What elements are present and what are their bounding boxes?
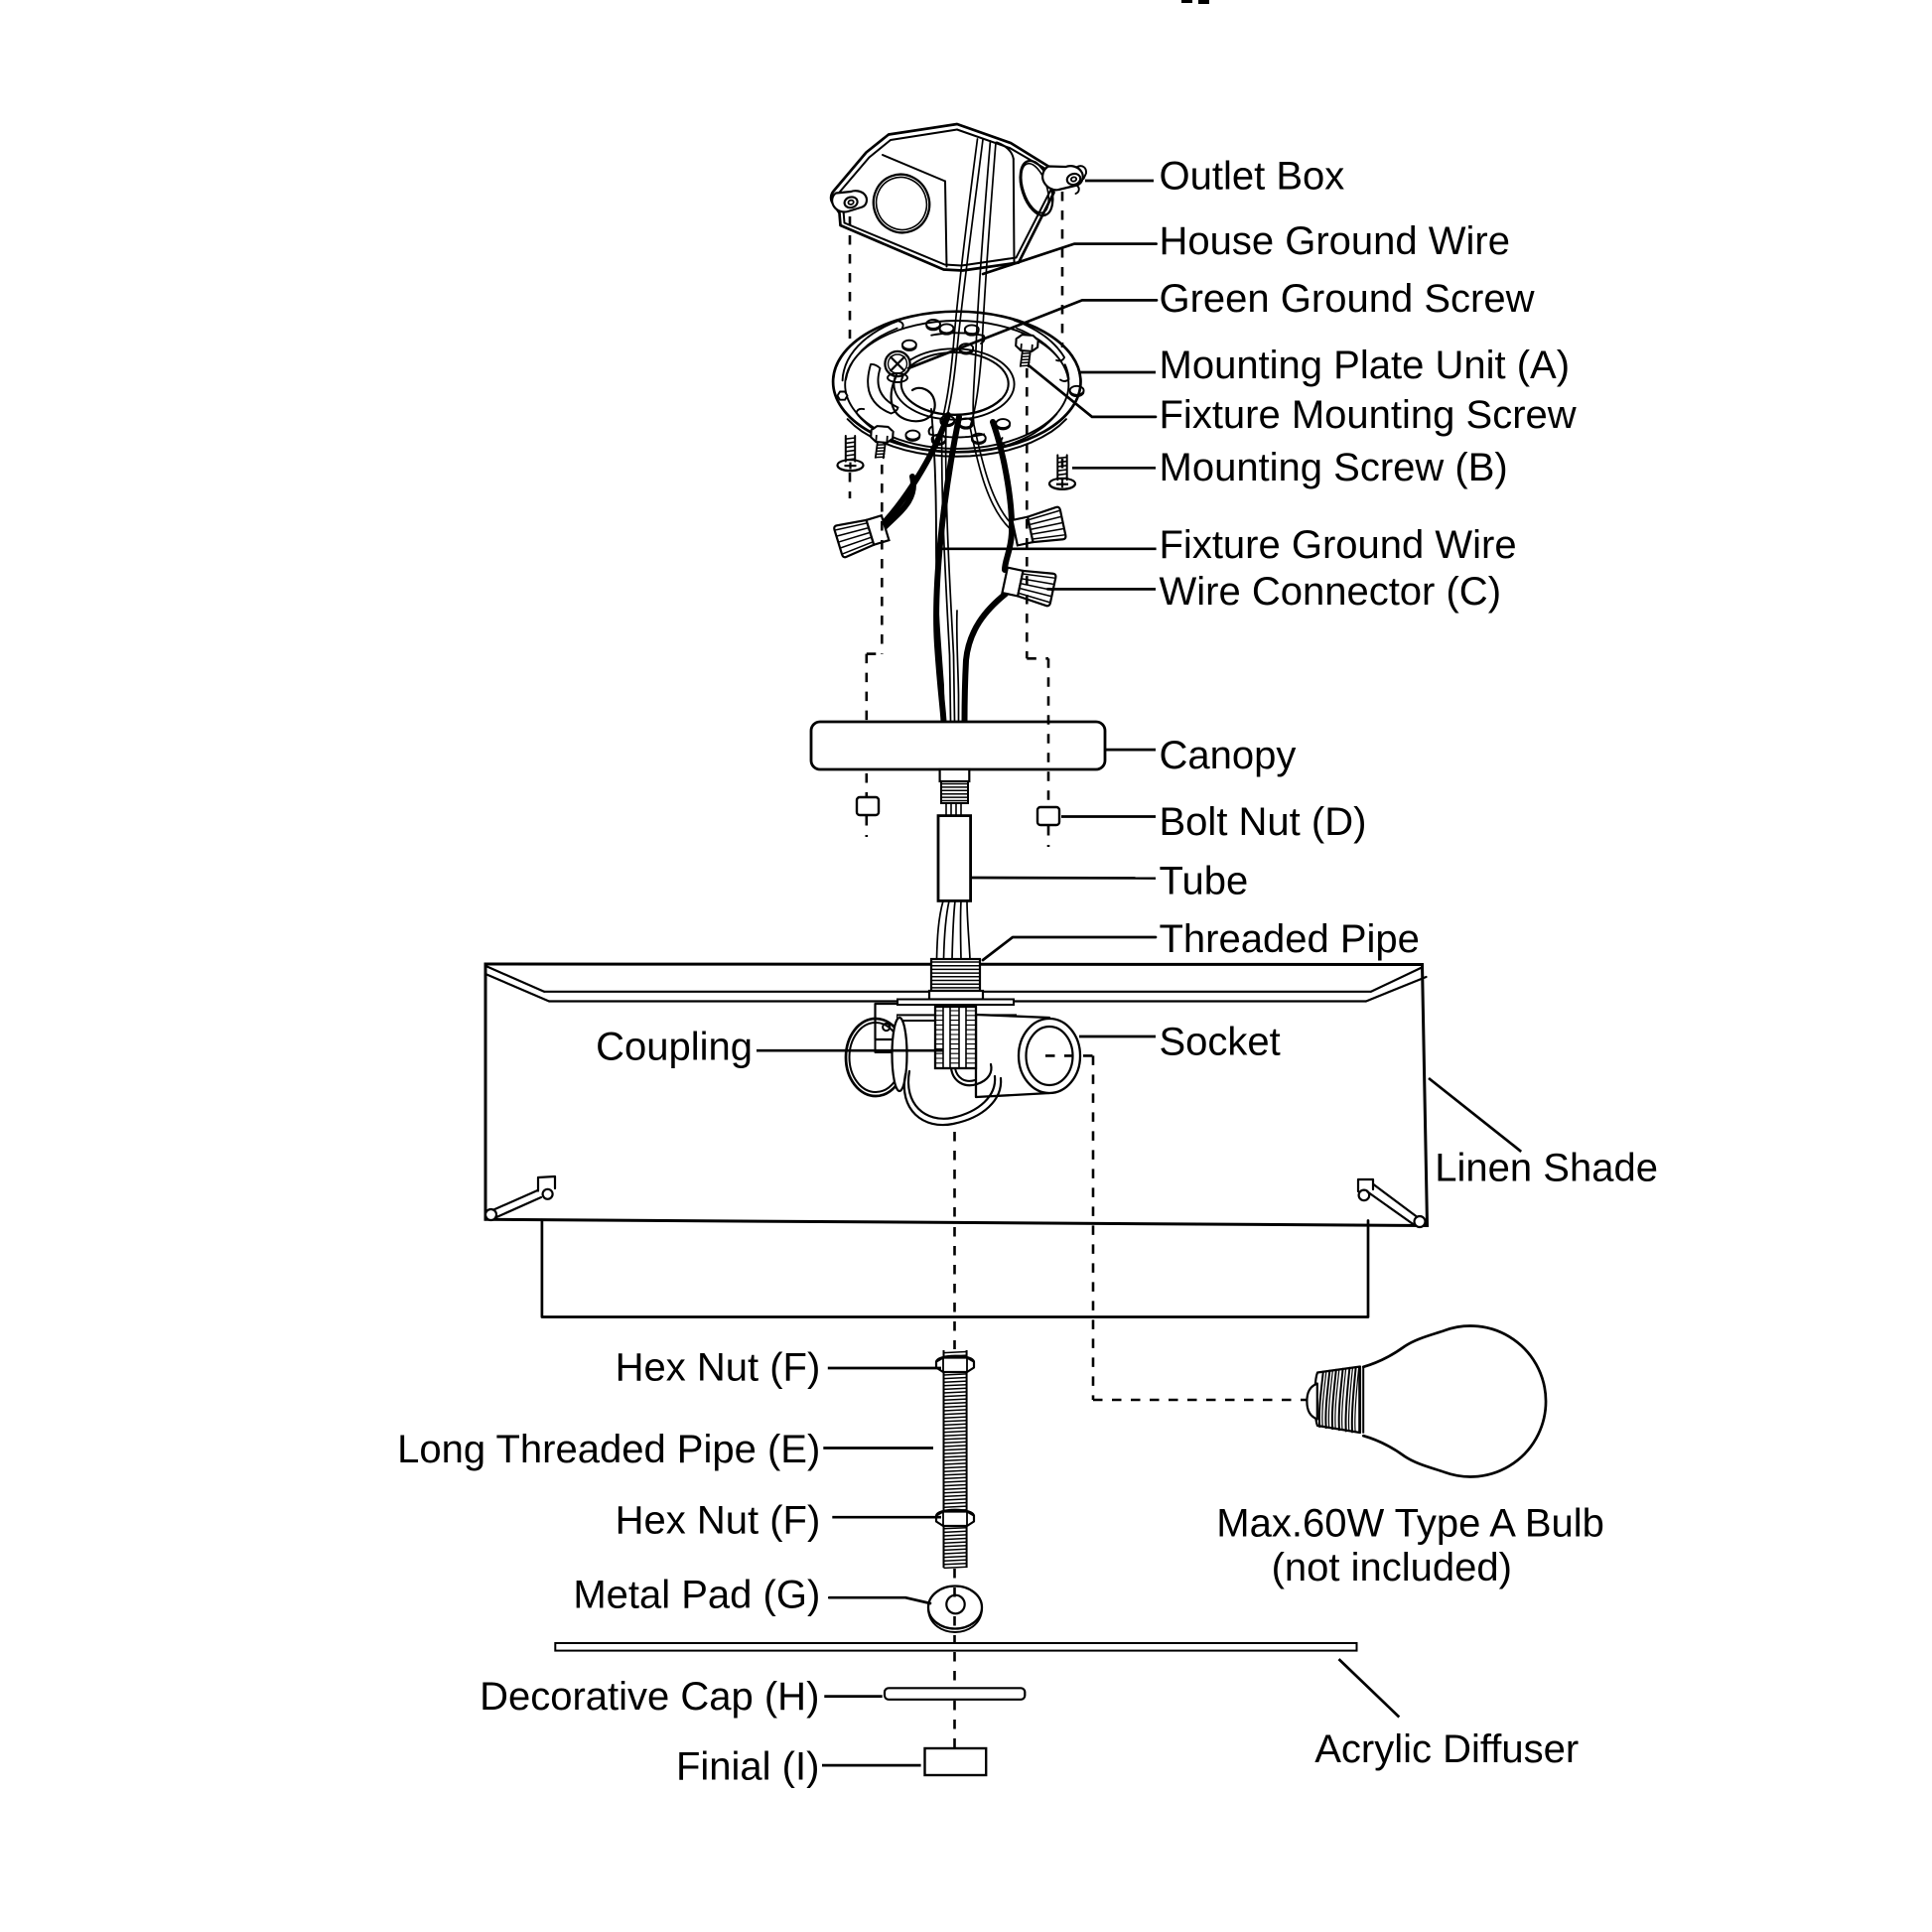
svg-text:Green Ground Screw: Green Ground Screw xyxy=(1160,277,1535,321)
svg-text:Metal Pad (G): Metal Pad (G) xyxy=(573,1574,820,1617)
svg-text:Fixture Ground Wire: Fixture Ground Wire xyxy=(1160,523,1517,567)
svg-text:(not included): (not included) xyxy=(1272,1546,1512,1589)
svg-text:Fixture Mounting Screw: Fixture Mounting Screw xyxy=(1160,393,1577,437)
svg-text:Tube: Tube xyxy=(1160,859,1249,902)
svg-text:Bolt Nut (D): Bolt Nut (D) xyxy=(1160,800,1367,844)
svg-text:Mounting Plate Unit (A): Mounting Plate Unit (A) xyxy=(1160,344,1571,387)
svg-text:Max.60W Type A Bulb: Max.60W Type A Bulb xyxy=(1216,1502,1604,1546)
svg-text:Hex Nut (F): Hex Nut (F) xyxy=(616,1499,821,1543)
svg-text:Socket: Socket xyxy=(1160,1021,1281,1064)
svg-text:Mounting Screw (B): Mounting Screw (B) xyxy=(1160,446,1508,489)
svg-text:Outlet Box: Outlet Box xyxy=(1160,155,1345,199)
svg-text:Hex Nut (F): Hex Nut (F) xyxy=(616,1346,821,1390)
svg-text:Decorative Cap (H): Decorative Cap (H) xyxy=(480,1675,819,1719)
svg-text:Threaded Pipe: Threaded Pipe xyxy=(1160,917,1420,961)
svg-text:Long Threaded Pipe (E): Long Threaded Pipe (E) xyxy=(397,1428,820,1471)
svg-text:Linen Shade: Linen Shade xyxy=(1435,1147,1658,1190)
svg-text:Canopy: Canopy xyxy=(1160,734,1297,777)
svg-text:Finial (I): Finial (I) xyxy=(676,1745,819,1789)
svg-text:Coupling: Coupling xyxy=(596,1026,753,1069)
svg-text:Acrylic Diffuser: Acrylic Diffuser xyxy=(1314,1727,1579,1771)
svg-text:House Ground Wire: House Ground Wire xyxy=(1160,219,1510,263)
svg-text:Wire Connector (C): Wire Connector (C) xyxy=(1160,570,1502,614)
